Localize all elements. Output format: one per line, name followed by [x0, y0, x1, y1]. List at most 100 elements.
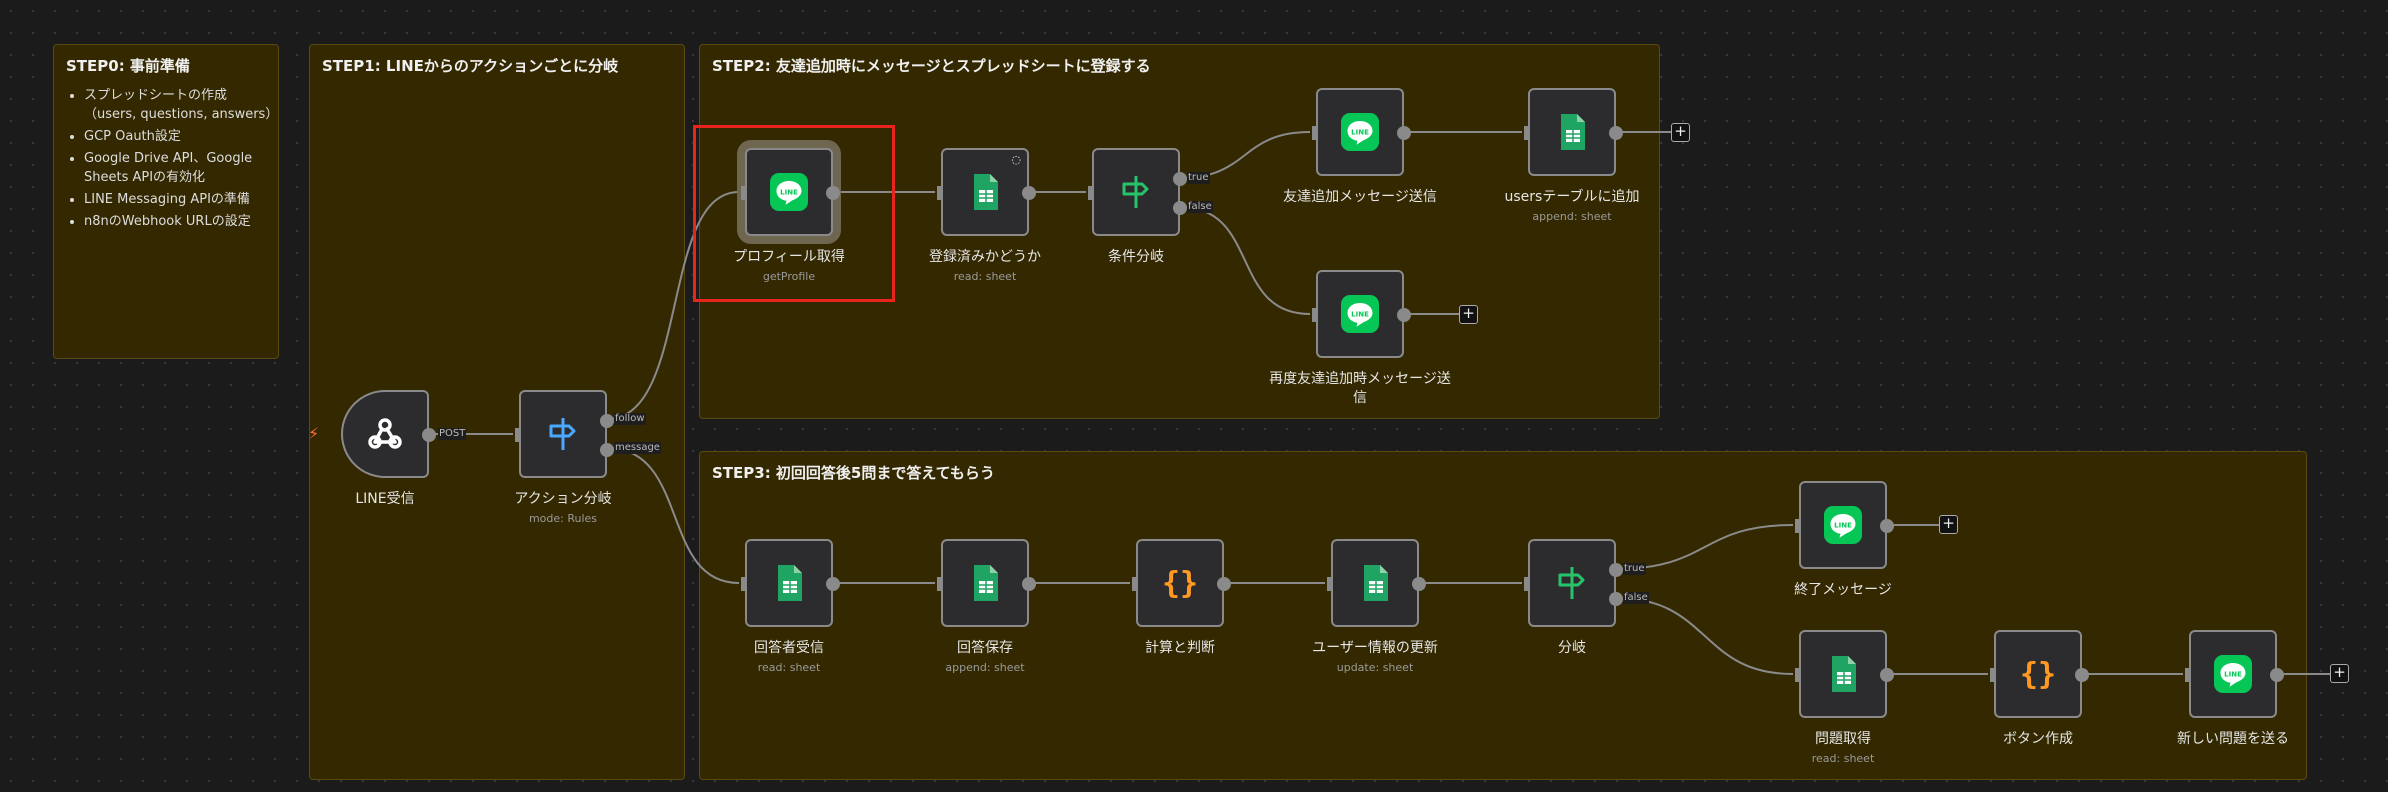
- webhook-icon: [365, 414, 405, 454]
- node-if2[interactable]: 分岐: [1524, 539, 1623, 656]
- sticky-item: スプレッドシートの作成（users, questions, answers）: [84, 86, 278, 124]
- node-webhook[interactable]: LINE受信: [341, 390, 436, 507]
- line-icon: LINE: [1340, 294, 1380, 334]
- output-handle[interactable]: [600, 414, 614, 428]
- node-subtitle: read: sheet: [757, 661, 821, 674]
- node-refriend-msg[interactable]: LINE 再度友達追加時メッセージ送信: [1269, 270, 1451, 406]
- add-node-button[interactable]: +: [2330, 664, 2349, 683]
- node-users-add[interactable]: usersテーブルに追加 append: sheet: [1505, 88, 1640, 223]
- node-subtitle: append: sheet: [945, 661, 1025, 674]
- edge-label-false: false: [1623, 592, 1649, 604]
- line-icon: LINE: [1340, 112, 1380, 152]
- google-sheets-icon: [769, 563, 809, 603]
- add-node-button[interactable]: +: [1459, 305, 1478, 324]
- node-label: 終了メッセージ: [1794, 582, 1892, 598]
- output-handle[interactable]: [2270, 668, 2284, 682]
- output-handle[interactable]: [1173, 201, 1187, 215]
- node-subtitle: read: sheet: [1811, 752, 1875, 765]
- output-handle[interactable]: [1609, 592, 1623, 606]
- input-handle[interactable]: [741, 186, 747, 200]
- node-subtitle: update: sheet: [1336, 661, 1414, 674]
- input-handle[interactable]: [1524, 126, 1530, 140]
- node-label: ボタン作成: [2003, 731, 2073, 747]
- input-handle[interactable]: [937, 186, 943, 200]
- output-handle[interactable]: [1397, 126, 1411, 140]
- node-profile[interactable]: LINE プロフィール取得 getProfile: [733, 148, 845, 283]
- sticky-step0[interactable]: STEP0: 事前準備 スプレッドシートの作成（users, questions…: [53, 44, 279, 359]
- edge-label-true: true: [1623, 563, 1646, 575]
- node-if1[interactable]: 条件分岐: [1088, 148, 1187, 265]
- input-handle[interactable]: [515, 428, 521, 442]
- output-handle[interactable]: [826, 577, 840, 591]
- sticky-item: n8nのWebhook URLの設定: [84, 212, 278, 231]
- output-handle[interactable]: [1397, 308, 1411, 322]
- input-handle[interactable]: [1524, 577, 1530, 591]
- output-handle[interactable]: [600, 443, 614, 457]
- input-handle[interactable]: [937, 577, 943, 591]
- google-sheets-icon: [965, 172, 1005, 212]
- node-make-button[interactable]: {} ボタン作成: [1990, 630, 2089, 747]
- node-subtitle: read: sheet: [953, 270, 1017, 283]
- edge-label-post: POST: [438, 428, 467, 440]
- node-subtitle: getProfile: [762, 270, 816, 283]
- node-get-question[interactable]: 問題取得 read: sheet: [1795, 630, 1894, 765]
- google-sheets-icon: [1355, 563, 1395, 603]
- input-handle[interactable]: [1327, 577, 1333, 591]
- input-handle[interactable]: [1795, 668, 1801, 682]
- output-handle[interactable]: [1022, 186, 1036, 200]
- node-subtitle: mode: Rules: [528, 512, 598, 525]
- node-label: プロフィール取得: [733, 249, 845, 265]
- sticky-step2[interactable]: STEP2: 友達追加時にメッセージとスプレッドシートに登録する: [699, 44, 1660, 419]
- input-handle[interactable]: [1795, 519, 1801, 533]
- sticky-item: LINE Messaging APIの準備: [84, 190, 278, 209]
- line-icon: LINE: [769, 172, 809, 212]
- edge-label-true: true: [1187, 172, 1210, 184]
- if-signpost-icon: [1116, 172, 1156, 212]
- node-calc[interactable]: {}計算と判断: [1132, 539, 1231, 656]
- sticky-item: GCP Oauth設定: [84, 127, 278, 146]
- output-handle[interactable]: [1022, 577, 1036, 591]
- output-handle[interactable]: [422, 428, 436, 442]
- input-handle[interactable]: [1990, 668, 1996, 682]
- output-handle[interactable]: [1609, 563, 1623, 577]
- line-icon: LINE: [2213, 654, 2253, 694]
- input-handle[interactable]: [1132, 577, 1138, 591]
- svg-text:{}: {}: [1162, 566, 1198, 601]
- output-handle[interactable]: [1880, 519, 1894, 533]
- output-handle[interactable]: [1412, 577, 1426, 591]
- sticky-title: STEP1: LINEからのアクションごとに分岐: [322, 57, 619, 75]
- output-handle[interactable]: [1880, 668, 1894, 682]
- node-label: usersテーブルに追加: [1504, 189, 1640, 205]
- input-handle[interactable]: [2185, 668, 2191, 682]
- output-handle[interactable]: [1173, 172, 1187, 186]
- google-sheets-icon: [965, 563, 1005, 603]
- edge-label-follow: follow: [614, 413, 646, 425]
- output-handle[interactable]: [1609, 126, 1623, 140]
- edge-label-message: message: [614, 442, 661, 454]
- add-node-button[interactable]: +: [1939, 515, 1958, 534]
- svg-text:{}: {}: [2020, 657, 2056, 692]
- output-handle[interactable]: [826, 186, 840, 200]
- svg-text:LINE: LINE: [780, 189, 798, 197]
- input-handle[interactable]: [1312, 308, 1318, 322]
- node-label: 問題取得: [1815, 731, 1871, 747]
- svg-text:LINE: LINE: [1351, 311, 1369, 319]
- node-subtitle: append: sheet: [1532, 210, 1612, 223]
- input-handle[interactable]: [741, 577, 747, 591]
- add-node-button[interactable]: +: [1671, 123, 1690, 142]
- node-label: 再度友達追加時メッセージ送信: [1269, 371, 1451, 406]
- node-end-msg[interactable]: LINE 終了メッセージ: [1794, 481, 1894, 598]
- svg-text:LINE: LINE: [1351, 129, 1369, 137]
- input-handle[interactable]: [1312, 126, 1318, 140]
- output-handle[interactable]: [1217, 577, 1231, 591]
- output-handle[interactable]: [2075, 668, 2089, 682]
- svg-text:LINE: LINE: [1834, 522, 1852, 530]
- input-handle[interactable]: [1088, 186, 1094, 200]
